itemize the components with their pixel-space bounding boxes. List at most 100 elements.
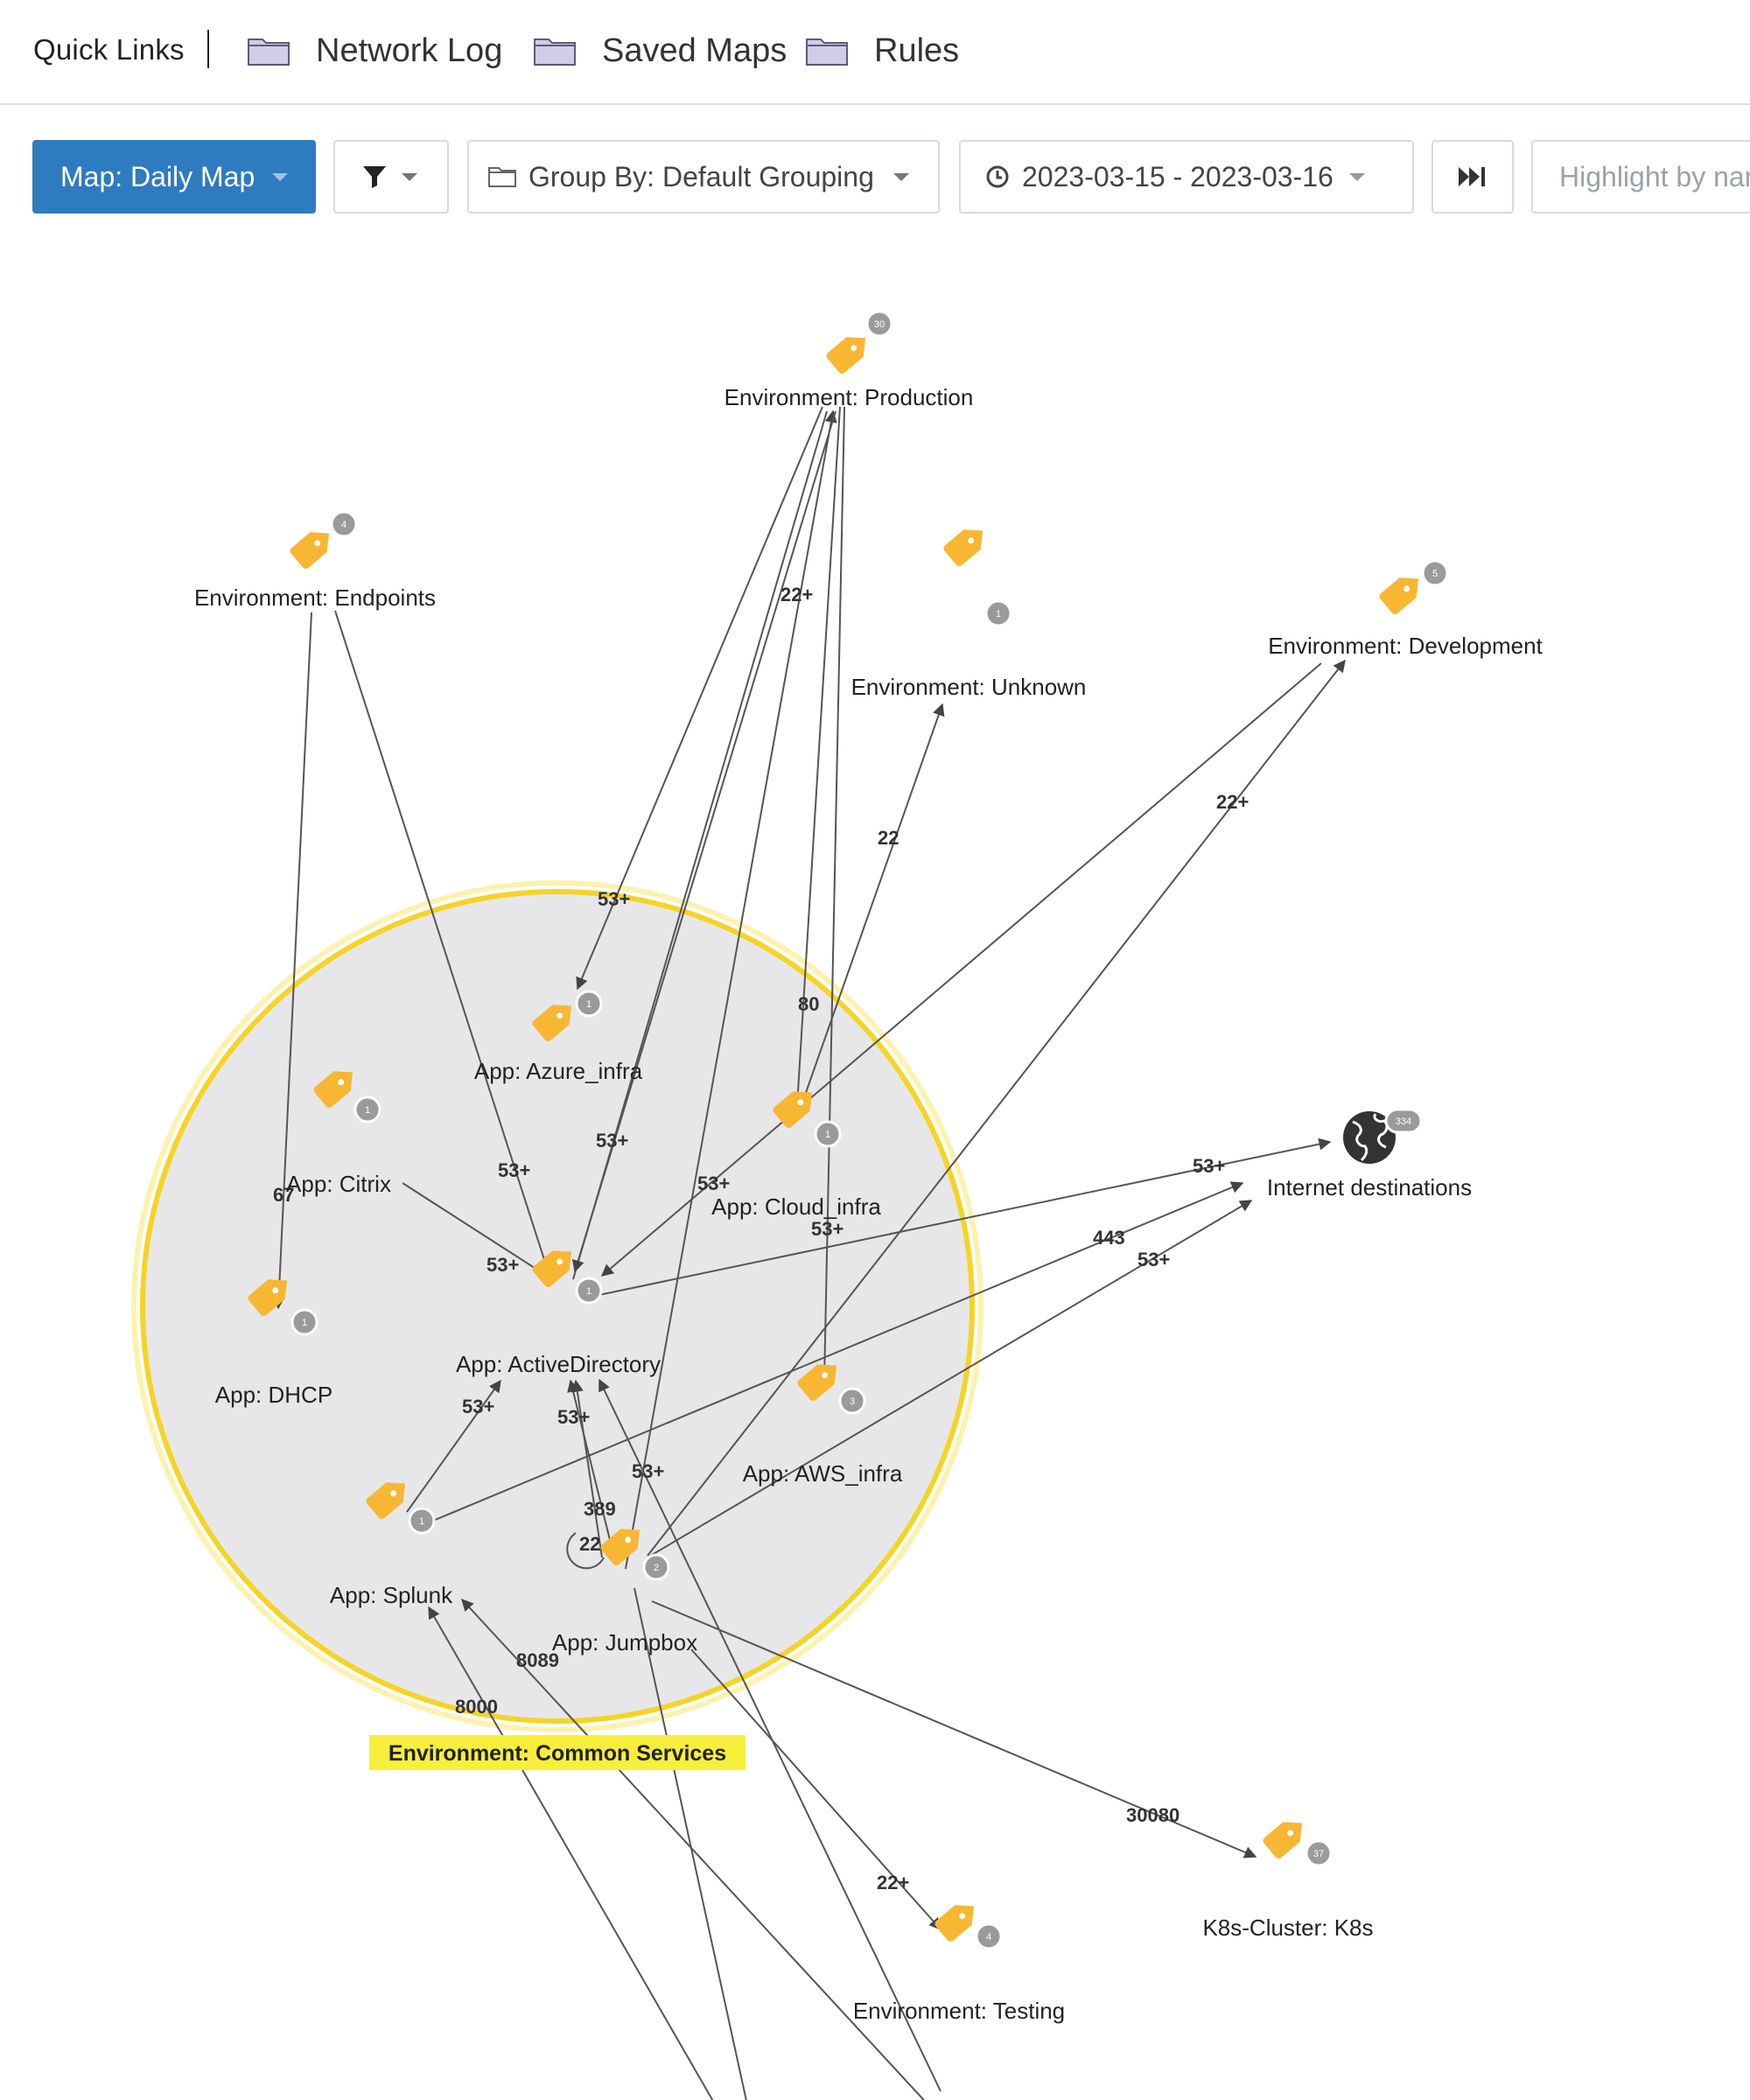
node-label: Environment: Endpoints (194, 584, 436, 611)
group-glow (131, 880, 984, 1732)
self-loop (566, 1532, 605, 1570)
node-badge: 37 (1313, 1849, 1324, 1859)
node-environment-testing[interactable]: 4 Environment: Testing (853, 1896, 1065, 2024)
node-label: App: Azure_infra (474, 1058, 643, 1084)
chevron-down-icon (402, 172, 417, 181)
network-map: 22+ 53+ 22 80 22+ 53+ 53+ 53+ 53+ 53+ 53… (131, 310, 1544, 2100)
edge (576, 406, 823, 990)
highlight-input[interactable] (1558, 159, 1750, 194)
badge-icon (975, 1922, 1003, 1950)
node-app-azure-infra[interactable]: 1 App: Azure_infra (474, 990, 643, 1084)
group-label: Environment: Common Services (369, 1735, 746, 1770)
edge (570, 1379, 603, 1558)
node-app-cloud-infra[interactable]: 1 App: Cloud_infra (711, 1082, 881, 1220)
edge-label: 53+ (598, 888, 630, 910)
badge-icon (1421, 559, 1449, 587)
group-by-label: Group By: Default Grouping (528, 160, 874, 192)
edge (795, 703, 945, 1121)
highlight-by-name-field[interactable] (1531, 140, 1750, 214)
node-badge: 1 (419, 1516, 424, 1527)
node-badge: 4 (341, 520, 346, 530)
badge-icon (865, 310, 893, 338)
quick-link-network-log[interactable]: Network Log (248, 26, 502, 75)
node-badge: 1 (302, 1318, 307, 1328)
edge-label: 53+ (596, 1130, 628, 1152)
node-label: App: Cloud_infra (711, 1194, 881, 1220)
node-badge: 1 (586, 1286, 592, 1297)
skip-to-latest-button[interactable] (1432, 140, 1514, 214)
node-badge: 3 (850, 1396, 855, 1407)
quick-link-label: Saved Maps (602, 32, 788, 69)
node-label: App: DHCP (215, 1382, 332, 1408)
badge-icon (838, 1387, 866, 1415)
chevron-down-icon (1348, 172, 1365, 181)
quick-links-title: Quick Links (33, 33, 185, 66)
filter-dropdown[interactable] (333, 140, 449, 214)
edge (647, 659, 1346, 1557)
edge-label: 53+ (462, 1396, 494, 1418)
edge (571, 410, 836, 1273)
node-app-splunk[interactable]: 1 App: Splunk (330, 1474, 453, 1608)
edge-label: 53+ (811, 1218, 844, 1240)
node-environment-production[interactable]: 30 Environment: Production (724, 310, 974, 410)
node-badge: 334 (1396, 1116, 1411, 1127)
skip-to-end-icon (1459, 167, 1485, 186)
quick-link-label: Network Log (316, 32, 503, 69)
badge-icon (814, 1120, 842, 1148)
node-internet-destinations[interactable]: 334 Internet destinations (1267, 1108, 1472, 1200)
chevron-down-icon (892, 172, 909, 181)
node-environment-unknown[interactable]: 1 Environment: Unknown (851, 521, 1087, 700)
node-app-jumpbox[interactable]: 2 App: Jumpbox (552, 1520, 697, 1656)
edge (428, 1181, 1244, 1523)
group-label-text: Environment: Common Services (388, 1741, 726, 1766)
edge-label: 30080 (1126, 1804, 1180, 1826)
group-common-services[interactable] (140, 889, 975, 1724)
group-by-dropdown[interactable]: Group By: Default Grouping (467, 140, 940, 214)
node-label: Environment: Production (724, 384, 974, 410)
edge (461, 1598, 926, 2100)
edges (272, 406, 1346, 2100)
node-badge: 5 (1432, 569, 1438, 579)
map-select-label: Map: Daily Map (60, 160, 256, 192)
chevron-down-icon (272, 172, 289, 181)
tag-icon (824, 328, 874, 375)
node-app-dhcp[interactable]: 1 App: DHCP (215, 1270, 332, 1408)
node-label: Environment: Development (1268, 633, 1543, 659)
divider (207, 30, 209, 68)
node-app-activedirectory[interactable]: 1 App: ActiveDirectory (456, 1242, 661, 1377)
edge (598, 1378, 942, 2092)
edge (818, 406, 845, 1384)
edge (334, 610, 551, 1275)
edge-label: 53+ (1138, 1249, 1170, 1270)
node-app-citrix[interactable]: 1 App: Citrix (286, 1062, 391, 1197)
filter-icon (363, 166, 386, 188)
globe-icon (1343, 1111, 1396, 1164)
edge-label: 67 (273, 1184, 294, 1206)
edge (272, 612, 312, 1310)
node-environment-endpoints[interactable]: 4 Environment: Endpoints (194, 510, 436, 611)
folder-icon (248, 38, 290, 66)
badge-icon (575, 990, 603, 1018)
quick-links-bar: Quick Links Network Log Saved Maps Rules (0, 0, 1750, 105)
quick-link-saved-maps[interactable]: Saved Maps (534, 26, 787, 75)
badge-icon (642, 1553, 670, 1581)
node-app-aws-infra[interactable]: 3 App: AWS_infra (743, 1355, 903, 1487)
node-label: App: Citrix (286, 1171, 391, 1197)
node-label: App: Splunk (330, 1582, 453, 1608)
date-range-dropdown[interactable]: 2023-03-15 - 2023-03-16 (959, 140, 1414, 214)
edge-label: 53+ (498, 1159, 530, 1181)
quick-link-label: Rules (874, 32, 960, 69)
edge-label: 22+ (780, 584, 813, 606)
edge (572, 410, 828, 1280)
quick-link-rules[interactable]: Rules (806, 26, 959, 75)
map-select-dropdown[interactable]: Map: Daily Map (32, 140, 316, 214)
edge-label: 53+ (632, 1460, 664, 1482)
edge-label: 53+ (1193, 1155, 1225, 1177)
edge-label: 8000 (455, 1696, 498, 1718)
node-k8s-cluster[interactable]: 37 K8s-Cluster: K8s (1202, 1813, 1374, 1941)
folder-icon (806, 38, 848, 66)
node-environment-development[interactable]: 5 Environment: Development (1268, 559, 1544, 659)
edge-label: 22 (878, 827, 899, 849)
edge-label: 8089 (516, 1649, 559, 1671)
edge (647, 1200, 1253, 1558)
